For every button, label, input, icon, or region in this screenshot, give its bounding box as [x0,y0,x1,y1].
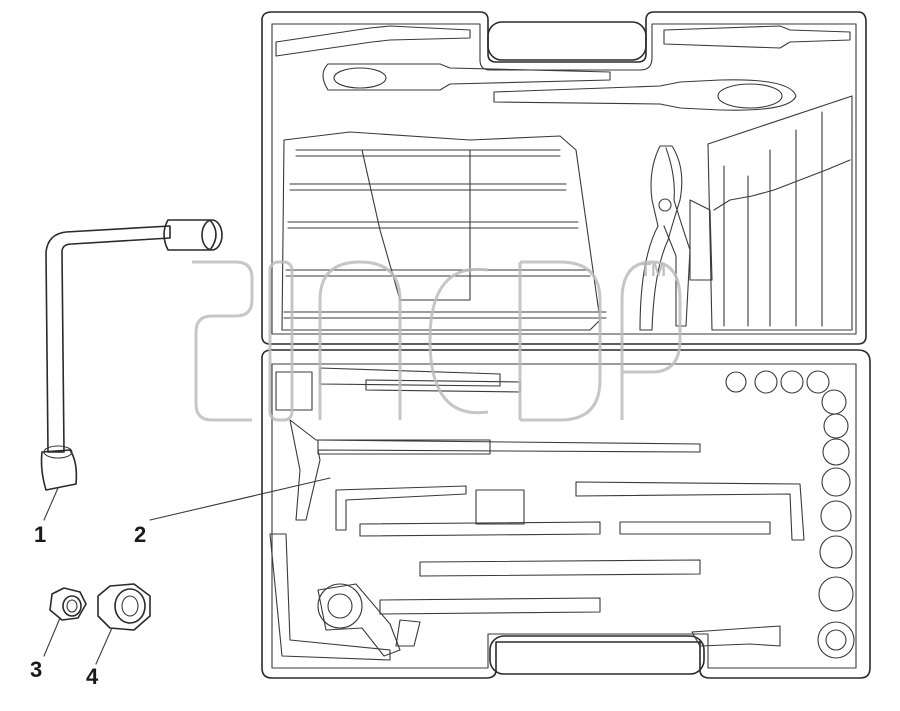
case-lid [261,11,867,345]
punch-set [689,95,853,331]
leader-lines [43,477,331,665]
callout-2: 2 [134,522,146,547]
watermark-logo: TM [192,260,682,422]
watermark-trademark: TM [640,260,666,280]
case-base [261,349,871,679]
screwdriver-set [275,25,851,111]
socket-set [691,370,855,659]
callout-4: 4 [86,664,99,689]
ratchet-handle [317,583,421,657]
pliers [639,145,691,331]
wheel-brace-wrench [40,219,223,491]
large-nut [97,583,151,631]
lid-wrench-recess [281,131,607,331]
lid-handle-recess [487,21,647,61]
base-recesses [269,367,805,661]
callout-1: 1 [34,522,46,547]
base-handle-recess [489,635,705,675]
small-nut [49,587,87,621]
callout-3: 3 [30,657,42,682]
